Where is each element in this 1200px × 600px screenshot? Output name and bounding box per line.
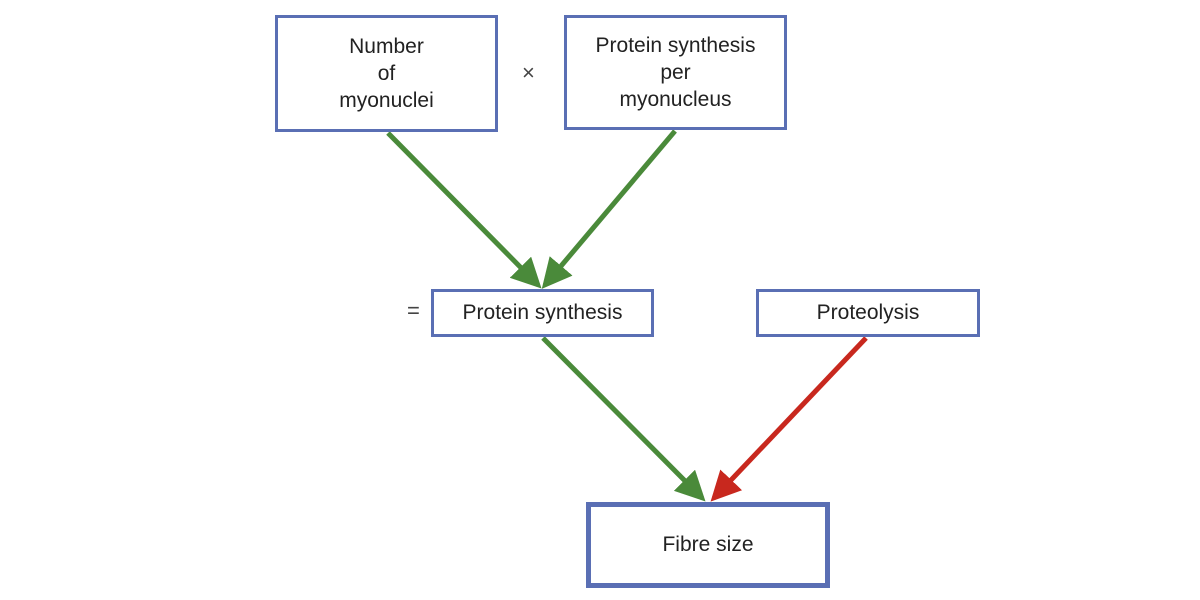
protein-synthesis-label: Protein synthesis — [462, 301, 623, 325]
fibre-size-box: Fibre size — [586, 502, 830, 588]
number-of-myonuclei-box: Number of myonuclei — [275, 15, 498, 132]
multiply-operator: × — [522, 60, 535, 85]
arrow-synthesis-to-fibre — [541, 336, 706, 502]
protein-synthesis-box: Protein synthesis — [431, 289, 654, 337]
proteolysis-label: Proteolysis — [816, 301, 920, 325]
arrow-proteolysis-to-fibre — [710, 336, 868, 502]
number-of-myonuclei-label: Number of myonuclei — [339, 34, 434, 113]
protein-synthesis-per-myonucleus-label: Protein synthesis per myonucleus — [595, 33, 756, 112]
equals-operator: = — [407, 298, 420, 323]
proteolysis-box: Proteolysis — [756, 289, 980, 337]
arrow-per-nucleus-to-synthesis — [541, 129, 677, 289]
protein-synthesis-per-myonucleus-box: Protein synthesis per myonucleus — [564, 15, 787, 130]
arrow-nuclei-to-synthesis — [386, 131, 542, 289]
fibre-size-label: Fibre size — [662, 533, 754, 557]
